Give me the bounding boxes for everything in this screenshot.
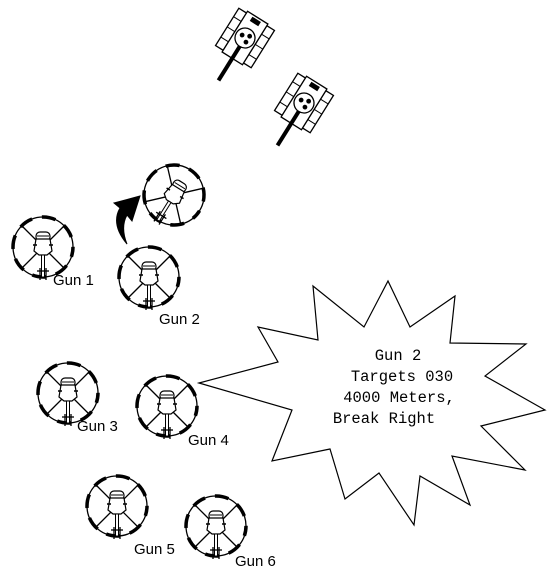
curved-arrow-icon bbox=[112, 195, 141, 245]
gun-3-label: Gun 3 bbox=[77, 418, 118, 435]
tank-2 bbox=[257, 69, 337, 159]
tank-1 bbox=[198, 4, 278, 94]
gun-3-helicopter-icon bbox=[36, 361, 100, 428]
gun-1-label: Gun 1 bbox=[53, 272, 94, 289]
radio-call-burst bbox=[196, 279, 547, 527]
gun-5-helicopter-icon bbox=[85, 474, 149, 541]
radio-call-line-2: Targets 030 bbox=[351, 368, 453, 386]
gun-4-helicopter-icon bbox=[135, 374, 199, 441]
gun-2-helicopter-icon bbox=[117, 245, 181, 312]
gun-1-helicopter-icon bbox=[11, 215, 75, 282]
radio-call-line-3: 4000 Meters, bbox=[343, 389, 455, 407]
gun-2-turned-icon bbox=[129, 151, 218, 241]
gun-4-label: Gun 4 bbox=[188, 432, 229, 449]
radio-call-line-1: Gun 2 bbox=[375, 347, 422, 365]
gun-2-label: Gun 2 bbox=[159, 311, 200, 328]
radio-call-line-4: Break Right bbox=[333, 410, 435, 428]
gun-5-label: Gun 5 bbox=[134, 541, 175, 558]
gun-6-helicopter-icon bbox=[184, 494, 248, 561]
radio-call-text: Gun 2 Targets 030 4000 Meters, Break Rig… bbox=[333, 347, 455, 428]
gun-6-label: Gun 6 bbox=[235, 553, 276, 570]
